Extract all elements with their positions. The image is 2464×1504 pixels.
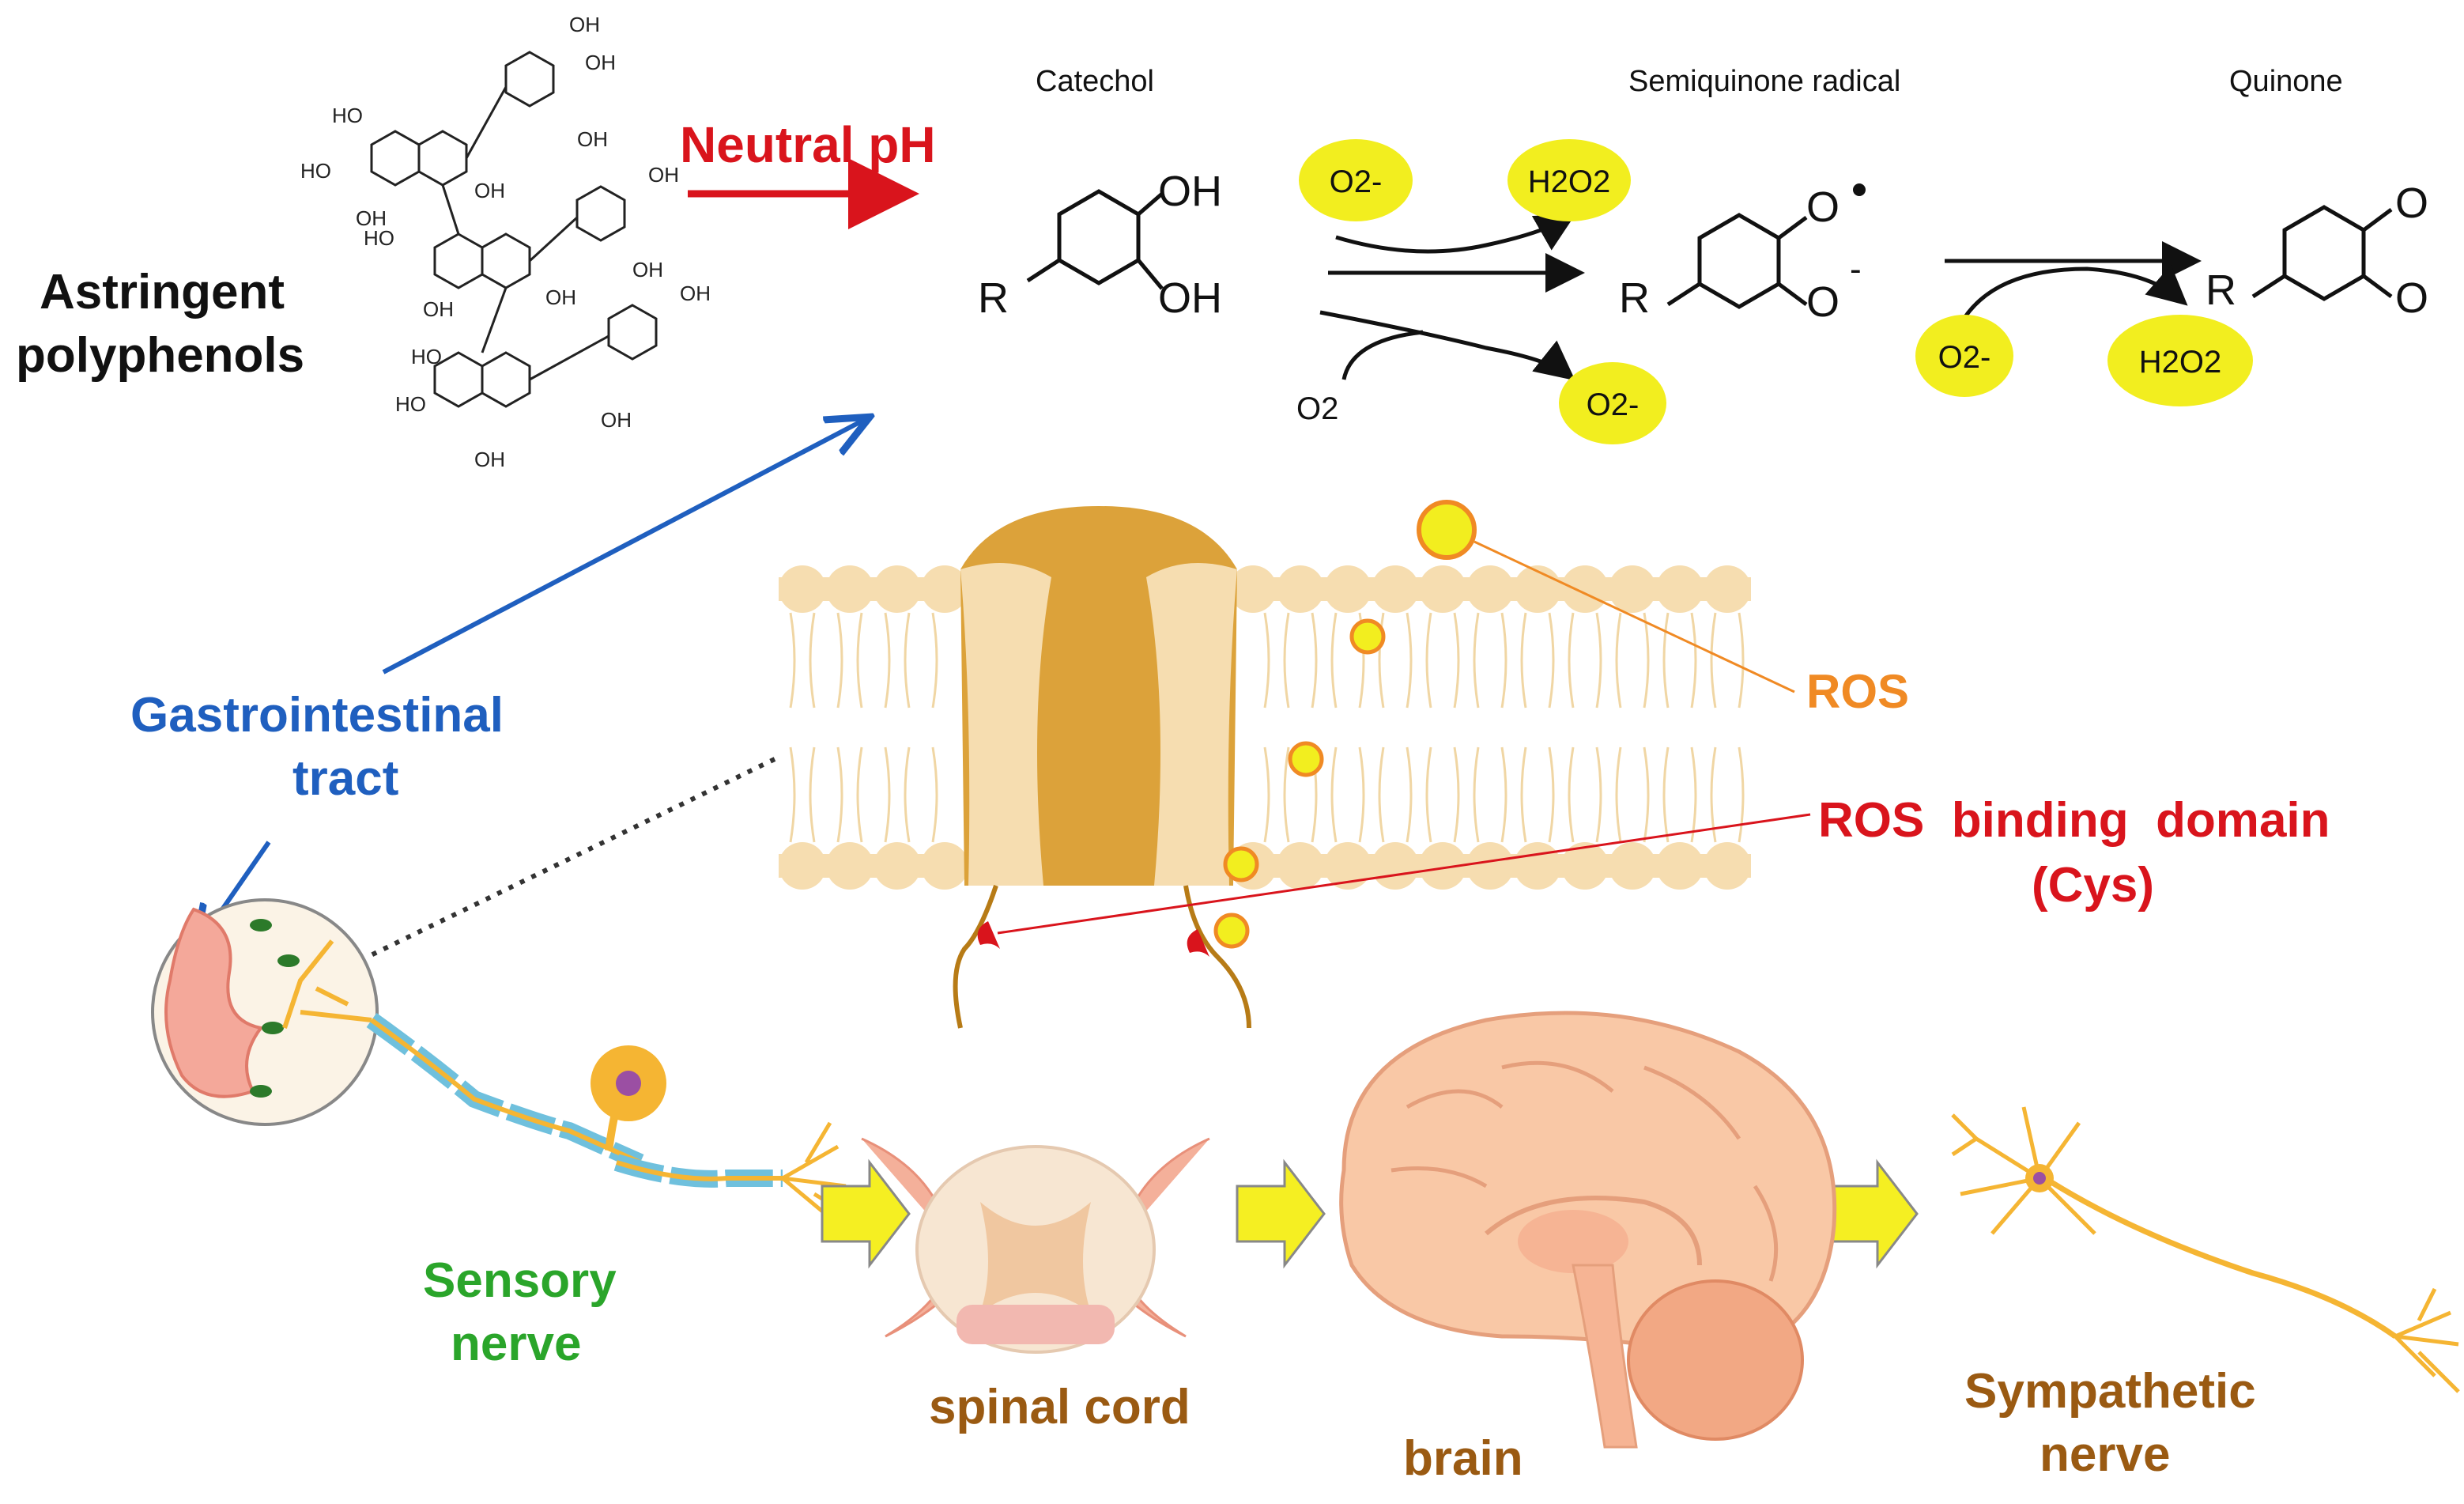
svg-text:OH: OH	[632, 258, 663, 282]
o2-minus-bubble-3	[1915, 315, 2013, 397]
svg-text:OH: OH	[474, 448, 505, 471]
ros-pointer	[1473, 540, 1795, 693]
gi-to-polyphenol-arrow	[382, 419, 866, 675]
ion-channel	[953, 506, 1251, 1029]
sensory-nerve	[366, 1013, 855, 1220]
cell-membrane	[779, 565, 1751, 890]
ros-particles	[1213, 500, 1477, 949]
flow-arrow-1	[821, 1158, 911, 1269]
o2-minus-label-2: O2-	[1587, 387, 1640, 422]
spinal-cord-illustration	[861, 1137, 1210, 1354]
brain-illustration	[1339, 1011, 1837, 1449]
svg-text:O: O	[2395, 179, 2428, 227]
quinone-title: Quinone	[2229, 65, 2343, 98]
svg-text:HO: HO	[411, 345, 442, 368]
flow-arrow-2	[1236, 1158, 1326, 1269]
redox-arrows-2	[1945, 241, 2202, 326]
neutral-ph-label: Neutral pH	[680, 116, 936, 173]
svg-text:HO: HO	[332, 104, 363, 127]
svg-text:OH: OH	[1158, 168, 1222, 215]
svg-text:O: O	[1806, 278, 1840, 326]
zoom-dotted-line	[366, 757, 776, 959]
svg-text:O: O	[2395, 274, 2428, 322]
svg-text:OH: OH	[474, 179, 505, 202]
gi-label-1: Gastrointestinal	[130, 688, 504, 743]
flow-arrow-3	[1828, 1158, 1919, 1269]
o2-minus-bubble-1	[1299, 139, 1413, 221]
astringent-label-1: Astringent	[40, 265, 285, 319]
svg-text:OH: OH	[356, 206, 387, 230]
spinal-cord-label: spinal cord	[929, 1380, 1190, 1434]
redox-arrows-1	[1319, 214, 1585, 381]
sensory-label-1: Sensory	[423, 1253, 617, 1308]
ros-label: ROS	[1806, 665, 1909, 718]
h2o2-bubble-2	[2107, 315, 2253, 406]
svg-text:R: R	[978, 274, 1009, 322]
polyphenol-structure: HO HO OH OH OH OH OH OH HO OH OH OH OH H…	[300, 13, 711, 471]
h2o2-bubble-1	[1507, 139, 1631, 221]
ros-binding-label-2: (Cys)	[2032, 858, 2154, 913]
svg-text:OH: OH	[423, 297, 454, 321]
intestine-zoom-circle	[151, 898, 379, 1126]
svg-text:HO: HO	[300, 159, 331, 183]
quinone-structure: O O R	[2206, 179, 2428, 322]
svg-text:HO: HO	[395, 392, 426, 416]
sympathetic-neuron	[1951, 1106, 2460, 1393]
h2o2-label-2: H2O2	[2139, 345, 2222, 380]
svg-text:OH: OH	[1158, 274, 1222, 322]
svg-text:OH: OH	[648, 163, 679, 187]
svg-text:R: R	[2206, 266, 2236, 314]
ros-binding-pointer	[997, 813, 1811, 935]
semiquinone-structure: O O - R	[1619, 183, 1866, 326]
svg-text:O: O	[1806, 183, 1840, 231]
svg-text:HO: HO	[364, 226, 394, 250]
svg-text:-: -	[1850, 250, 1862, 289]
svg-text:OH: OH	[569, 13, 600, 36]
sensory-label-2: nerve	[451, 1317, 581, 1371]
o2-minus-label-3: O2-	[1938, 340, 1991, 375]
svg-text:OH: OH	[601, 408, 632, 432]
sympathetic-label-2: nerve	[2039, 1427, 2170, 1482]
astringent-label-2: polyphenols	[16, 328, 304, 383]
sympathetic-label-1: Sympathetic	[1964, 1364, 2256, 1419]
svg-text:OH: OH	[545, 285, 576, 309]
catechol-structure: OH OH R	[978, 168, 1222, 322]
ros-binding-label-1: ROS binding domain	[1818, 793, 2330, 848]
brain-label: brain	[1403, 1431, 1523, 1486]
gi-label-2: tract	[292, 751, 398, 806]
svg-text:OH: OH	[680, 282, 711, 305]
svg-text:R: R	[1619, 274, 1650, 322]
h2o2-label-1: H2O2	[1528, 164, 1611, 199]
catechol-title: Catechol	[1036, 65, 1154, 98]
semiquinone-title: Semiquinone radical	[1628, 65, 1900, 98]
o2-minus-bubble-2	[1559, 362, 1666, 444]
svg-text:OH: OH	[577, 127, 608, 151]
o2-label: O2	[1296, 391, 1338, 426]
o2-minus-label-1: O2-	[1330, 164, 1383, 199]
svg-text:OH: OH	[585, 51, 616, 74]
